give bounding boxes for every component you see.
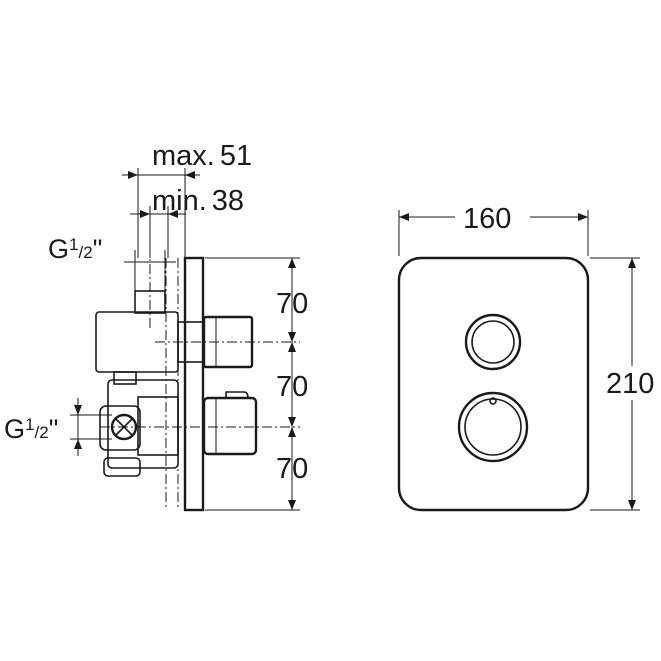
min-depth-label: min.38 bbox=[152, 185, 244, 217]
thermostat-knob-inner bbox=[464, 398, 522, 456]
lower-cartridge bbox=[137, 396, 179, 456]
diverter-button-inner bbox=[471, 320, 515, 364]
front-view: 160 210 bbox=[397, 203, 654, 512]
cover-plate bbox=[183, 256, 205, 512]
bottom-nut bbox=[103, 457, 141, 477]
side-view: 70 70 70 max.51 min.38 G1/2" bbox=[4, 140, 308, 512]
thermostat-knob-outer bbox=[457, 391, 529, 463]
lower-handle bbox=[202, 396, 258, 456]
spacing-label-middle: 70 bbox=[276, 371, 308, 403]
spacing-label-bottom: 70 bbox=[276, 453, 308, 485]
lower-handle-tab bbox=[225, 391, 249, 399]
height-label: 210 bbox=[606, 368, 654, 400]
upper-handle bbox=[202, 315, 254, 369]
thermostat-knob-marker bbox=[489, 397, 497, 405]
upper-inlet-stub bbox=[134, 290, 166, 314]
width-label: 160 bbox=[463, 203, 511, 235]
side-inlet-cross-b bbox=[115, 418, 133, 436]
top-inlet-thread-label: G1/2" bbox=[48, 234, 102, 264]
spacing-label-top: 70 bbox=[276, 288, 308, 320]
diverter-button-outer bbox=[464, 313, 522, 371]
front-cover-plate bbox=[397, 256, 590, 512]
side-inlet-fitting bbox=[99, 405, 141, 451]
side-inlet-circle bbox=[110, 413, 138, 441]
side-inlet-thread-label: G1/2" bbox=[4, 414, 58, 444]
top-collar bbox=[113, 371, 137, 385]
max-depth-label: max.51 bbox=[152, 140, 252, 172]
